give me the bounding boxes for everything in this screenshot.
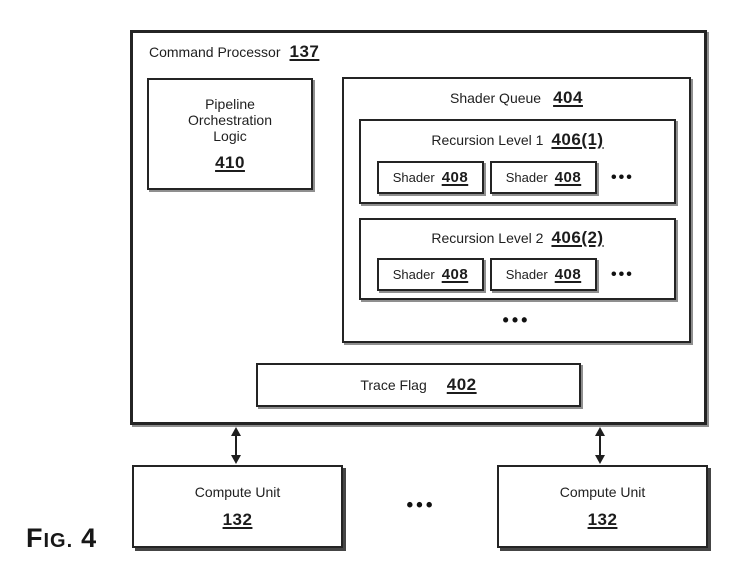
shader-box: Shader 408: [490, 258, 597, 291]
compute-unit-title: Compute Unit: [559, 483, 646, 500]
shader-label: Shader: [505, 267, 548, 282]
pipeline-orchestration-logic-box: Pipeline Orchestration Logic 410: [147, 78, 313, 190]
shader-ref: 408: [554, 266, 582, 283]
more-compute-units-ellipsis: •••: [406, 495, 436, 516]
pipeline-line-2: Orchestration: [187, 111, 273, 128]
up-down-arrow-icon: [592, 427, 608, 464]
command-processor-title-text: Command Processor: [149, 44, 281, 60]
compute-unit-box: Compute Unit 132: [497, 465, 708, 548]
shader-queue-title: Shader Queue 404: [344, 88, 689, 108]
shader-queue-ref: 404: [553, 88, 583, 107]
trace-flag-ref: 402: [446, 375, 477, 394]
trace-flag-title-text: Trace Flag: [360, 377, 427, 393]
pipeline-line-1: Pipeline: [205, 95, 255, 112]
more-recursion-levels-ellipsis: •••: [502, 310, 531, 330]
figure-label: FIG. 4: [26, 523, 96, 554]
recursion-level-2-ref: 406(2): [551, 228, 604, 247]
recursion-level-1-ref: 406(1): [551, 130, 604, 149]
pipeline-ref: 410: [215, 152, 245, 172]
shader-box: Shader 408: [377, 258, 484, 291]
shader-ref: 408: [554, 169, 582, 186]
figure-label-prefix: FIG.: [26, 523, 74, 553]
more-shaders-ellipsis: •••: [611, 168, 634, 186]
shader-ref: 408: [441, 266, 469, 283]
recursion-level-2-title: Recursion Level 2 406(2): [361, 228, 674, 248]
recursion-level-2-title-text: Recursion Level 2: [431, 230, 544, 246]
compute-unit-ref: 132: [222, 509, 253, 529]
command-processor-ref: 137: [289, 42, 320, 61]
recursion-level-1-box: Recursion Level 1 406(1) Shader 408 Shad…: [359, 119, 676, 204]
shader-label: Shader: [392, 267, 435, 282]
shader-label: Shader: [505, 170, 548, 185]
recursion-level-2-box: Recursion Level 2 406(2) Shader 408 Shad…: [359, 218, 676, 300]
recursion-level-1-title: Recursion Level 1 406(1): [361, 130, 674, 150]
pipeline-line-3: Logic: [213, 127, 247, 144]
compute-unit-box: Compute Unit 132: [132, 465, 343, 548]
shader-ref: 408: [441, 169, 469, 186]
shader-label: Shader: [392, 170, 435, 185]
shader-box: Shader 408: [490, 161, 597, 194]
compute-unit-title: Compute Unit: [194, 483, 281, 500]
recursion-level-2-shader-row: Shader 408 Shader 408 •••: [377, 258, 634, 291]
command-processor-title: Command Processor 137: [149, 42, 319, 62]
more-shaders-ellipsis: •••: [611, 265, 634, 283]
shader-queue-title-text: Shader Queue: [450, 90, 542, 106]
recursion-level-1-title-text: Recursion Level 1: [431, 132, 544, 148]
trace-flag-box: Trace Flag 402: [256, 363, 581, 407]
shader-box: Shader 408: [377, 161, 484, 194]
recursion-level-1-shader-row: Shader 408 Shader 408 •••: [377, 161, 634, 194]
figure-label-number: 4: [81, 523, 97, 553]
compute-unit-ref: 132: [587, 509, 618, 529]
command-processor-box: Command Processor 137 Pipeline Orchestra…: [130, 30, 707, 425]
up-down-arrow-icon: [228, 427, 244, 464]
shader-queue-box: Shader Queue 404 Recursion Level 1 406(1…: [342, 77, 691, 343]
